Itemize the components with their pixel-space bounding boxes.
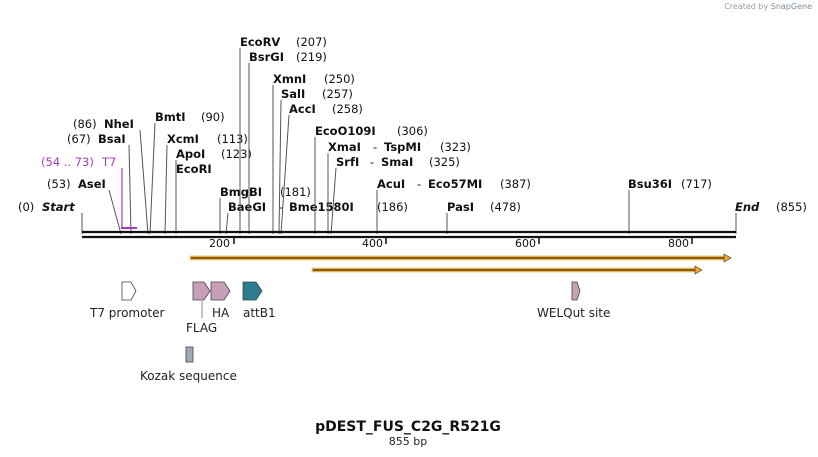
enzyme-labels: EcoRV (207) BsrGI (219) XmnI (250) SalI … xyxy=(18,35,807,214)
leader-SalI xyxy=(278,99,282,235)
enzyme-Bme1580I-pos: (186) xyxy=(377,200,408,214)
primer-t7-mark[interactable] xyxy=(121,168,137,229)
end-pos: (855) xyxy=(776,200,807,214)
feature-label-ha: HA xyxy=(212,306,230,320)
enzyme-sep-2: - xyxy=(373,140,377,154)
start-label: Start xyxy=(42,200,75,214)
feature-kozak-box[interactable] xyxy=(185,346,194,363)
enzyme-AseI[interactable]: AseI xyxy=(78,177,106,191)
end-label: End xyxy=(735,200,760,214)
enzyme-PasI-pos: (478) xyxy=(490,200,521,214)
enzyme-AseI-pos: (53) xyxy=(47,177,71,191)
primer-name[interactable]: T7 xyxy=(101,155,116,169)
enzyme-SmaI-pos: (325) xyxy=(429,155,460,169)
enzyme-EcoRV[interactable]: EcoRV xyxy=(240,35,280,49)
enzyme-SalI[interactable]: SalI xyxy=(281,87,305,101)
feature-label-attb1: attB1 xyxy=(243,306,276,320)
ruler: 200 400 600 800 xyxy=(209,237,693,250)
enzyme-Eco57MI-pos: (387) xyxy=(500,177,531,191)
feature-labels: T7 promoter FLAG HA attB1 Kozak sequence… xyxy=(89,306,610,383)
orf-1[interactable] xyxy=(189,253,732,263)
enzyme-EcoRI[interactable]: EcoRI xyxy=(176,162,212,176)
enzyme-BsrGI-pos: (219) xyxy=(296,50,327,64)
enzyme-sep-3: - xyxy=(370,155,374,169)
enzyme-TspMI-pos: (323) xyxy=(440,140,471,154)
feature-label-kozak: Kozak sequence xyxy=(140,369,237,383)
orf-1-arrowhead xyxy=(723,253,732,263)
enzyme-BsaI[interactable]: BsaI xyxy=(98,132,126,146)
feature-welqut-arrow[interactable] xyxy=(571,281,581,301)
enzyme-SalI-pos: (257) xyxy=(322,87,353,101)
feature-label-flag: FLAG xyxy=(186,321,217,335)
enzyme-SrfI[interactable]: SrfI xyxy=(336,155,359,169)
enzyme-EcoRV-pos: (207) xyxy=(296,35,327,49)
enzyme-AcuI[interactable]: AcuI xyxy=(377,177,405,191)
enzyme-ApoI-pos: (123) xyxy=(221,147,252,161)
enzyme-Bsu36I-pos: (717) xyxy=(681,177,712,191)
enzyme-leader-lines xyxy=(81,48,737,235)
features xyxy=(121,281,581,363)
tick-label-800: 800 xyxy=(668,237,689,250)
orf-2-arrowhead xyxy=(694,265,703,275)
enzyme-EcoO109I-pos: (306) xyxy=(397,124,428,138)
enzyme-BmtI-pos: (90) xyxy=(201,110,225,124)
enzyme-XmnI-pos: (250) xyxy=(324,72,355,86)
map-title: pDEST_FUS_C2G_R521G xyxy=(315,419,501,435)
feature-t7-promoter-arrow[interactable] xyxy=(121,281,137,301)
leader-SrfI xyxy=(330,167,337,235)
enzyme-XcmI-pos: (113) xyxy=(217,132,248,146)
enzyme-BaeGI[interactable]: BaeGI xyxy=(228,200,266,214)
leader-BaeGI xyxy=(225,212,229,235)
enzyme-NheI-pos: (86) xyxy=(73,117,97,131)
enzyme-Bsu36I[interactable]: Bsu36I xyxy=(628,177,672,191)
orf-2[interactable] xyxy=(311,265,703,275)
feature-flag-arrow[interactable] xyxy=(192,281,211,301)
tick-label-600: 600 xyxy=(515,237,536,250)
feature-attb1-arrow[interactable] xyxy=(242,281,263,301)
enzyme-XcmI[interactable]: XcmI xyxy=(167,132,199,146)
leader-AccI xyxy=(280,114,290,235)
feature-ha-arrow[interactable] xyxy=(210,281,231,301)
credit-prefix: Created by xyxy=(724,2,769,11)
enzyme-BsrGI[interactable]: BsrGI xyxy=(249,50,284,64)
enzyme-BmgBI-pos: (181) xyxy=(280,185,311,199)
map-length: 855 bp xyxy=(389,435,427,448)
snapgene-credit: Created by SnapGene xyxy=(724,2,812,11)
enzyme-PasI[interactable]: PasI xyxy=(447,200,474,214)
enzyme-BmtI[interactable]: BmtI xyxy=(155,110,186,124)
enzyme-SmaI[interactable]: SmaI xyxy=(381,155,413,169)
enzyme-sep-4: - xyxy=(417,177,421,191)
snapgene-logo: SnapGene xyxy=(770,2,812,11)
enzyme-AccI[interactable]: AccI xyxy=(289,102,316,116)
leader-AseI xyxy=(108,189,122,235)
orf-arrows xyxy=(189,253,732,275)
enzyme-ApoI[interactable]: ApoI xyxy=(176,147,205,161)
primer-label: (54 .. 73) T7 xyxy=(41,155,116,169)
start-pos: (0) xyxy=(18,200,34,214)
enzyme-TspMI[interactable]: TspMI xyxy=(384,140,421,154)
enzyme-BsaI-pos: (67) xyxy=(67,132,91,146)
enzyme-Bme1580I[interactable]: Bme1580I xyxy=(289,200,354,214)
enzyme-XmaI[interactable]: XmaI xyxy=(328,140,361,154)
enzyme-sep-1: - xyxy=(279,200,283,214)
enzyme-BmgBI[interactable]: BmgBI xyxy=(220,185,262,199)
enzyme-XmnI[interactable]: XmnI xyxy=(273,72,306,86)
feature-label-t7-promoter: T7 promoter xyxy=(89,306,165,320)
primer-range: (54 .. 73) xyxy=(41,155,94,169)
tick-label-200: 200 xyxy=(209,237,230,250)
enzyme-AccI-pos: (258) xyxy=(332,102,363,116)
enzyme-NheI[interactable]: NheI xyxy=(104,117,134,131)
leader-BsaI xyxy=(128,144,132,235)
enzyme-Eco57MI[interactable]: Eco57MI xyxy=(428,177,482,191)
feature-label-welqut: WELQut site xyxy=(537,306,610,320)
tick-label-400: 400 xyxy=(362,237,383,250)
leader-BmtI xyxy=(149,122,156,235)
leader-XcmI xyxy=(164,144,168,235)
leader-NheI xyxy=(139,129,149,235)
enzyme-EcoO109I[interactable]: EcoO109I xyxy=(315,124,376,138)
dna-backbone xyxy=(82,230,736,239)
